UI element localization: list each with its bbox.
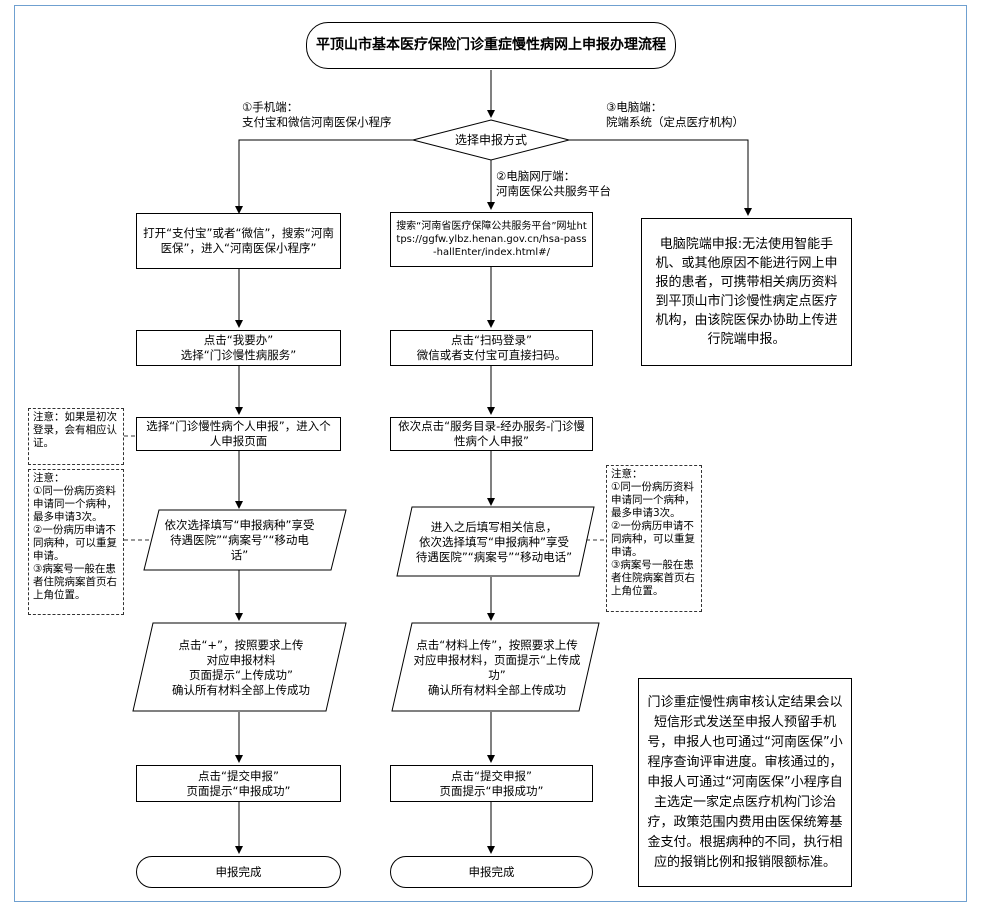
page-title: 平顶山市基本医疗保险门诊重症慢性病网上申报办理流程 (306, 22, 676, 69)
left-step-2: 点击“我要办” 选择“门诊慢性病服务” (136, 330, 341, 366)
left-step-5: 点击“+”，按照要求上传 对应申报材料 页面提示“上传成功” 确认所有材料全部上… (172, 638, 310, 697)
middle-step-3: 依次点击“服务目录-经办服务-门诊慢性病个人申报” (390, 417, 593, 451)
left-step-4: 依次选择填写“申报病种”享受待遇医院”“病案号”“移动电话” (164, 517, 315, 562)
note-left: 注意： ①同一份病历资料申请同一个病种，最多申请3次。 ②一份病历申请不同病种，… (28, 469, 124, 615)
branch-label-pc: ③电脑端： 院端系统（定点医疗机构） (606, 100, 744, 129)
branch-label-web: ②电脑网厅端： 河南医保公共服务平台 (496, 169, 611, 198)
pc-description-box: 电脑院端申报:无法使用智能手机、或其他原因不能进行网上申报的患者，可携带相关病历… (641, 218, 852, 366)
note-first-login: 注意：如果是初次登录，会有相应认证。 (28, 408, 124, 465)
left-step-3: 选择“门诊慢性病个人申报”，进入个人申报页面 (136, 417, 341, 451)
left-step-6: 点击“提交申报” 页面提示“申报成功” (136, 765, 341, 802)
middle-step-6: 点击“提交申报” 页面提示“申报成功” (390, 765, 593, 802)
middle-step-2: 点击“扫码登录” 微信或者支付宝可直接扫码。 (390, 330, 593, 366)
left-step-done: 申报完成 (136, 856, 341, 888)
left-step-1: 打开“支付宝”或者“微信”，搜索“河南医保”，进入“河南医保小程序” (136, 213, 341, 269)
middle-step-5: 点击“材料上传”，按照要求上传对应申报材料，页面提示“上传成功” 确认所有材料全… (413, 638, 581, 697)
note-right: 注意： ①同一份病历资料申请同一个病种，最多申请3次。 ②一份病历申请不同病种，… (606, 465, 702, 612)
middle-step-4: 进入之后填写相关信息， 依次选择填写“申报病种”享受待遇医院”“病案号”“移动电… (415, 519, 573, 564)
branch-label-mobile: ①手机端： 支付宝和微信河南医保小程序 (242, 100, 392, 129)
middle-step-done: 申报完成 (390, 856, 593, 888)
decision-label: 选择申报方式 (454, 132, 527, 147)
middle-step-1: 搜索“河南省医疗保障公共服务平台”网址https://ggfw.ylbz.hen… (390, 212, 593, 267)
diagram-frame (14, 5, 967, 902)
result-description-box: 门诊重症慢性病审核认定结果会以短信形式发送至申报人预留手机号，申报人也可通过“河… (638, 678, 852, 887)
